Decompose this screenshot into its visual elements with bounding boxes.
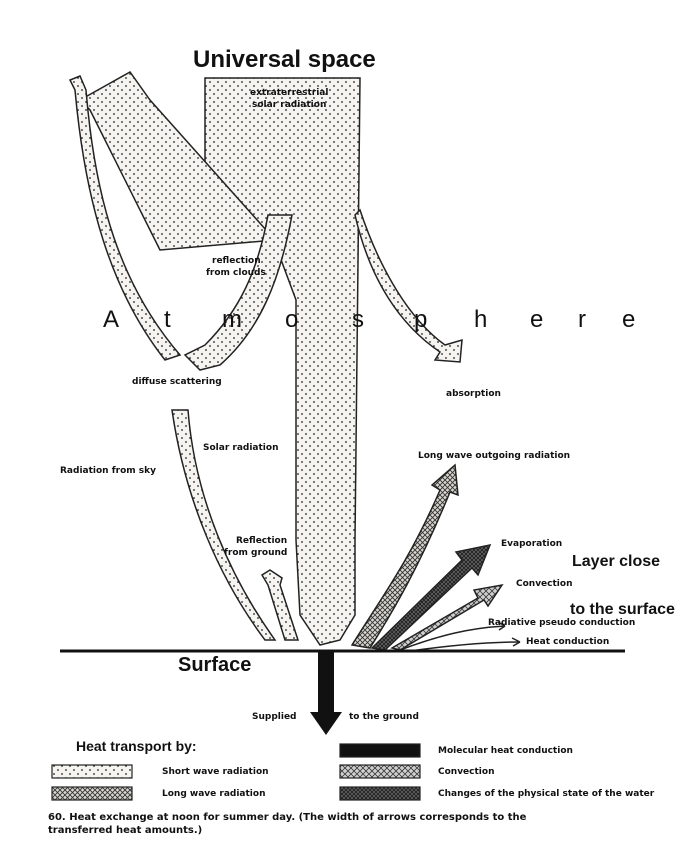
figure-caption-line2: transferred heat amounts.) xyxy=(48,824,202,837)
atmosphere-letter: e xyxy=(530,306,543,334)
legend-swatch-dots xyxy=(52,765,132,778)
atmosphere-letter: t xyxy=(164,306,171,334)
absorption-arrow xyxy=(355,210,462,362)
extraterrestrial-label: extraterrestrial xyxy=(250,88,328,98)
atmosphere-letter: s xyxy=(352,306,364,334)
reflection-clouds-label-2: from clouds xyxy=(206,268,266,278)
surface-label: Surface xyxy=(178,654,251,677)
to-the-ground-label: to the ground xyxy=(349,712,419,722)
legend-label-long-wave: Long wave radiation xyxy=(162,789,265,799)
legend-swatch-dark xyxy=(340,787,420,800)
atmosphere-letter: h xyxy=(474,306,487,334)
solar-radiation-top-label: solar radiation xyxy=(252,100,326,110)
reflection-ground-label-1: Reflection xyxy=(236,536,287,546)
radiation-from-sky-label: Radiation from sky xyxy=(60,466,156,476)
legend-label-molecular: Molecular heat conduction xyxy=(438,746,573,756)
reflection-clouds-label-1: reflection xyxy=(212,256,261,266)
atmosphere-letter: A xyxy=(103,306,119,334)
atmosphere-letter: m xyxy=(222,306,242,334)
atmosphere-letter: r xyxy=(578,306,586,334)
legend-label-phase-change: Changes of the physical state of the wat… xyxy=(438,789,654,799)
legend-swatch-solid xyxy=(340,744,420,757)
radiative-pseudo-label: Radiative pseudo conduction xyxy=(488,618,635,628)
ground-supply-arrow xyxy=(310,651,342,735)
solar-radiation-label: Solar radiation xyxy=(203,443,279,453)
diffuse-scattering-label: diffuse scattering xyxy=(132,377,222,387)
legend-swatch-lattice xyxy=(340,765,420,778)
figure-caption-line1: 60. Heat exchange at noon for summer day… xyxy=(48,811,526,824)
to-the-surface-label: to the surface xyxy=(570,601,675,619)
longwave-outgoing-label: Long wave outgoing radiation xyxy=(418,451,570,461)
legend-swatch-cross xyxy=(52,787,132,800)
reflection-ground-label-2: from ground xyxy=(224,548,287,558)
atmosphere-letter: o xyxy=(285,306,298,334)
heat-conduction-label: Heat conduction xyxy=(526,637,609,647)
evaporation-label: Evaporation xyxy=(501,539,562,549)
convection-label: Convection xyxy=(516,579,572,589)
atmosphere-letter: e xyxy=(622,306,635,334)
page-title: Universal space xyxy=(193,46,376,74)
legend-label-convection: Convection xyxy=(438,767,494,777)
absorption-label: absorption xyxy=(446,389,501,399)
supplied-label: Supplied xyxy=(252,712,297,722)
atmosphere-letter: p xyxy=(414,306,427,334)
layer-close-label: Layer close xyxy=(572,553,660,571)
legend-title: Heat transport by: xyxy=(76,738,197,754)
legend-label-short-wave: Short wave radiation xyxy=(162,767,269,777)
